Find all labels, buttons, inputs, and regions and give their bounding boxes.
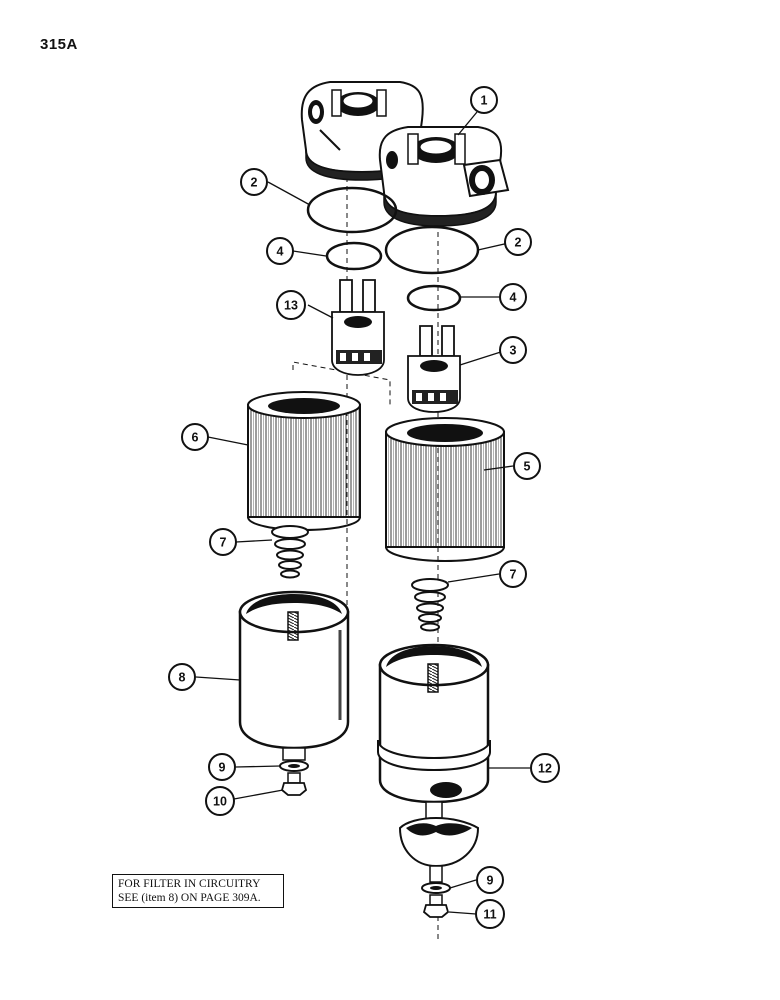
callout-6-label: 6	[192, 431, 199, 445]
filter-element-left	[247, 391, 361, 532]
bypass-valve-left	[331, 279, 385, 376]
callout-10[interactable]: 10	[205, 786, 235, 816]
o-ring-large-right	[384, 225, 480, 275]
callout-7-left-label: 7	[220, 536, 227, 550]
callouts: 1 2 2 4 4 13 3 6	[168, 86, 560, 929]
callout-2-left-label: 2	[251, 176, 258, 190]
callout-6[interactable]: 6	[181, 423, 209, 451]
callout-12-label: 12	[538, 762, 552, 776]
page-number: 315A	[40, 36, 78, 53]
washer-left	[279, 760, 309, 772]
sediment-cup	[398, 816, 480, 883]
callout-4-left[interactable]: 4	[266, 237, 294, 265]
callout-9-right-label: 9	[487, 874, 494, 888]
spring-left	[271, 525, 309, 579]
callout-9-left-label: 9	[219, 761, 226, 775]
callout-3[interactable]: 3	[499, 336, 527, 364]
callout-1-label: 1	[481, 94, 488, 108]
washer-right	[421, 882, 451, 894]
o-ring-small-right	[406, 284, 462, 312]
o-ring-large-left	[306, 186, 398, 234]
callout-1[interactable]: 1	[470, 86, 498, 114]
callout-8[interactable]: 8	[168, 663, 196, 691]
callout-4-left-label: 4	[277, 245, 284, 259]
callout-9-right[interactable]: 9	[476, 866, 504, 894]
callout-2-right-label: 2	[515, 236, 522, 250]
callout-7-right-label: 7	[510, 568, 517, 582]
circuitry-note: FOR FILTER IN CIRCUITRY SEE (item 8) ON …	[112, 874, 284, 908]
callout-4-right[interactable]: 4	[499, 283, 527, 311]
callout-9-left[interactable]: 9	[208, 753, 236, 781]
callout-5[interactable]: 5	[513, 452, 541, 480]
filter-bowl-right	[377, 643, 491, 823]
callout-4-right-label: 4	[510, 291, 517, 305]
callout-13[interactable]: 13	[276, 290, 306, 320]
callout-11-label: 11	[483, 908, 496, 922]
filter-bowl-left	[238, 590, 350, 761]
filter-element-right	[385, 417, 505, 563]
drain-plug-right	[422, 894, 450, 918]
callout-2-right[interactable]: 2	[504, 228, 532, 256]
callout-11[interactable]: 11	[475, 899, 505, 929]
callout-12[interactable]: 12	[530, 753, 560, 783]
note-line-2: SEE (item 8) ON PAGE 309A.	[118, 892, 261, 904]
callout-2-left[interactable]: 2	[240, 168, 268, 196]
callout-13-label: 13	[284, 299, 298, 313]
drain-plug-left	[280, 772, 308, 796]
callout-7-left[interactable]: 7	[209, 528, 237, 556]
callout-10-label: 10	[213, 795, 227, 809]
callout-5-label: 5	[524, 460, 531, 474]
callout-7-right[interactable]: 7	[499, 560, 527, 588]
callout-3-label: 3	[510, 344, 517, 358]
callout-8-label: 8	[179, 671, 186, 685]
spring-right	[411, 578, 449, 632]
note-line-1: FOR FILTER IN CIRCUITRY	[118, 878, 261, 890]
o-ring-small-left	[325, 241, 383, 271]
bypass-valve-right	[407, 325, 461, 413]
filter-head-right	[378, 126, 510, 227]
